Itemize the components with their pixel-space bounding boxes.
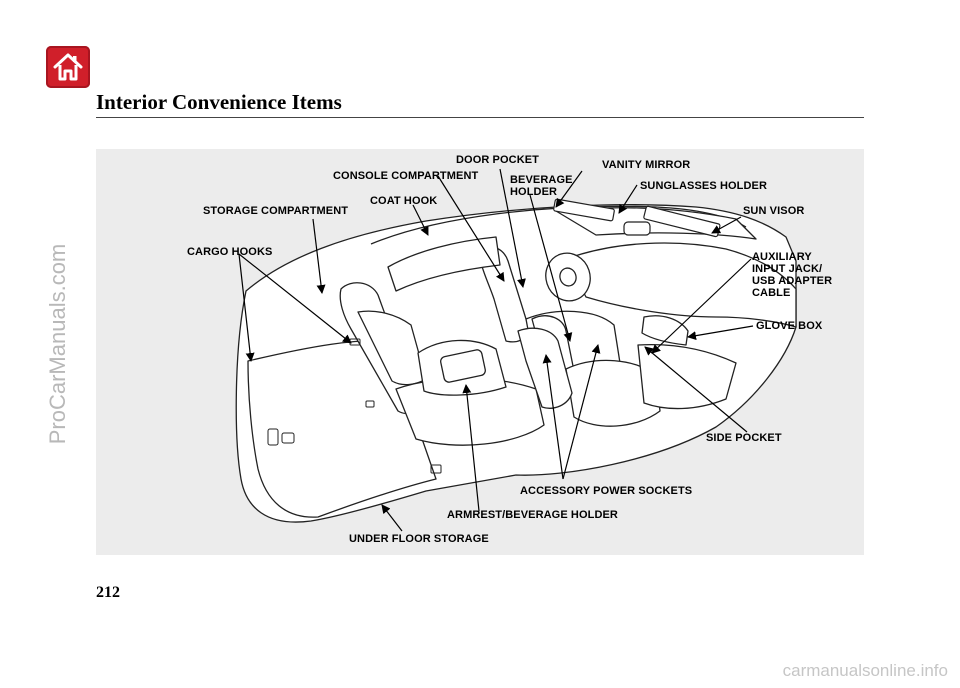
callout-side-pocket: SIDE POCKET (706, 432, 782, 444)
title-divider (96, 117, 864, 118)
callout-door-pocket: DOOR POCKET (456, 154, 539, 166)
callout-sunglasses-holder: SUNGLASSES HOLDER (640, 180, 767, 192)
page-title: Interior Convenience Items (96, 90, 342, 114)
callout-armrest-beverage-holder: ARMREST/BEVERAGE HOLDER (447, 509, 618, 521)
callout-beverage-holder: BEVERAGE HOLDER (510, 174, 573, 198)
callout-storage-compartment: STORAGE COMPARTMENT (203, 205, 349, 217)
callout-glove-box: GLOVE BOX (756, 320, 823, 332)
callout-coat-hook: COAT HOOK (370, 195, 438, 207)
sun-visor-left (553, 198, 615, 222)
callout-auxiliary-input: AUXILIARY INPUT JACK/ USB ADAPTER CABLE (752, 251, 833, 299)
interior-diagram: DOOR POCKET VANITY MIRROR CONSOLE COMPAR… (96, 149, 864, 555)
glove-box-door (641, 315, 689, 346)
watermark-side: ProCarManuals.com (45, 243, 70, 445)
home-button[interactable] (46, 46, 90, 88)
door-panel (637, 344, 737, 410)
home-icon (53, 53, 83, 81)
rear-armrest (440, 349, 486, 383)
callout-console-compartment: CONSOLE COMPARTMENT (333, 170, 479, 182)
page-number: 212 (96, 584, 120, 601)
rearview-mirror (623, 221, 651, 236)
center-console (517, 327, 573, 409)
car-interior-illustration (235, 168, 797, 532)
callout-vanity-mirror: VANITY MIRROR (602, 159, 691, 171)
dashboard (565, 242, 797, 328)
callout-under-floor-storage: UNDER FLOOR STORAGE (349, 533, 489, 545)
watermark-bottom: carmanualsonline.info (782, 661, 948, 680)
callout-accessory-power-sockets: ACCESSORY POWER SOCKETS (520, 485, 693, 497)
callout-sun-visor: SUN VISOR (743, 205, 805, 217)
callout-cargo-hooks: CARGO HOOKS (187, 246, 273, 258)
